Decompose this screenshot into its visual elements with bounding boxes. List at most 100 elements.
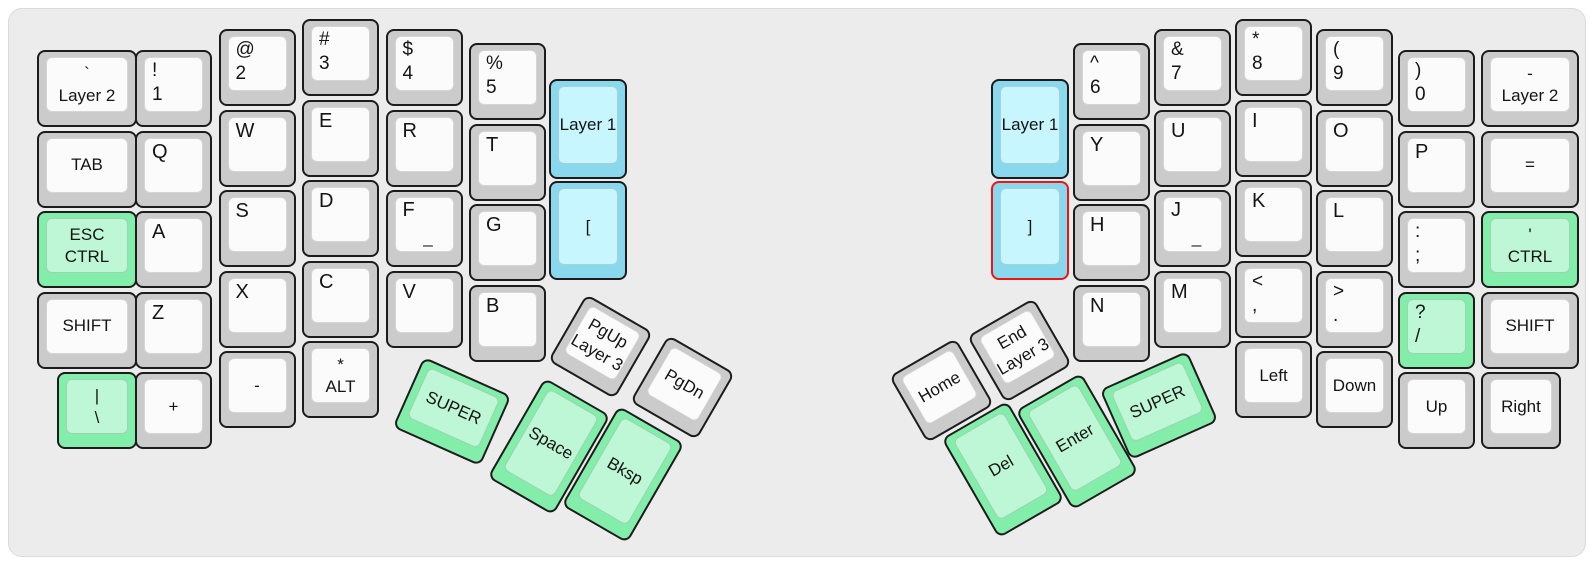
key-d[interactable]: D xyxy=(302,180,379,257)
key-colon-semicolon[interactable]: :; xyxy=(1398,211,1475,288)
key-j-cap xyxy=(1163,197,1222,252)
key-layer1-left[interactable]: Layer 1 xyxy=(549,79,627,179)
key-m[interactable]: M xyxy=(1154,270,1231,348)
key-f-cap xyxy=(394,197,454,252)
key-colon-semicolon-legend-0: : xyxy=(1415,221,1421,242)
key-gt-period[interactable]: >. xyxy=(1316,270,1393,348)
key-l-cap xyxy=(1325,197,1384,252)
key-j[interactable]: J_ xyxy=(1154,190,1231,267)
key-m-legend-0: M xyxy=(1171,280,1188,303)
key-gt-period-legend-1: . xyxy=(1333,304,1339,326)
key-super-right-label: SUPER xyxy=(1111,360,1205,442)
key-g[interactable]: G xyxy=(469,204,546,281)
key-y-label: Y xyxy=(1082,131,1141,186)
key-c-label: C xyxy=(311,268,370,323)
key-minus-left[interactable]: - xyxy=(218,351,296,428)
key-tab[interactable]: TAB xyxy=(37,130,137,208)
key-percent-5-label: %5 xyxy=(478,50,537,105)
key-u[interactable]: U xyxy=(1154,109,1231,187)
key-plus[interactable]: + xyxy=(135,372,212,449)
key-layer1-left-label: Layer 1 xyxy=(558,86,618,164)
key-i-cap xyxy=(1244,106,1303,162)
key-i[interactable]: I xyxy=(1235,99,1312,177)
key-h-label: H xyxy=(1082,211,1141,266)
key-hash-3-legend-0: # xyxy=(319,29,330,50)
key-o-legend-0: O xyxy=(1333,119,1349,142)
key-layer2-left[interactable]: `Layer 2 xyxy=(37,50,137,127)
key-amp-7-legend-1: 7 xyxy=(1171,63,1182,84)
key-e[interactable]: E xyxy=(302,99,379,177)
key-rparen-0-cap xyxy=(1407,57,1466,112)
key-equals-legend-0: = xyxy=(1525,155,1535,175)
key-f[interactable]: F_ xyxy=(385,190,463,267)
key-amp-7-legend-0: & xyxy=(1171,39,1184,60)
key-alt[interactable]: *ALT xyxy=(302,341,379,418)
key-space-legend-0: Space xyxy=(525,422,577,463)
key-q[interactable]: Q xyxy=(135,130,212,208)
key-layer1-right-cap xyxy=(1000,86,1060,164)
key-asterisk-8-cap xyxy=(1244,26,1303,81)
key-gt-period-cap xyxy=(1325,277,1384,333)
key-shift-right[interactable]: SHIFT xyxy=(1481,291,1579,369)
key-t[interactable]: T xyxy=(469,123,546,201)
key-dollar-4-legend-1: 4 xyxy=(402,63,414,84)
key-up[interactable]: Up xyxy=(1398,372,1475,449)
key-amp-7[interactable]: &7 xyxy=(1154,29,1231,106)
key-x[interactable]: X xyxy=(218,270,296,348)
key-rbracket[interactable]: ] xyxy=(991,181,1069,280)
key-o-label: O xyxy=(1325,117,1384,172)
key-super-left[interactable]: SUPER xyxy=(392,356,512,466)
key-z[interactable]: Z xyxy=(135,291,212,369)
key-left[interactable]: Left xyxy=(1235,341,1312,418)
key-asterisk-8[interactable]: *8 xyxy=(1235,19,1312,96)
key-enter-legend-0: Enter xyxy=(1052,419,1098,456)
key-shift-left[interactable]: SHIFT xyxy=(37,291,137,369)
key-e-legend-0: E xyxy=(319,109,333,132)
key-right[interactable]: Right xyxy=(1481,372,1561,449)
key-shift-left-label: SHIFT xyxy=(46,299,128,354)
key-w-label: W xyxy=(228,117,287,172)
key-at-2[interactable]: @2 xyxy=(218,29,296,106)
key-excl-1[interactable]: !1 xyxy=(135,50,212,127)
key-shift-right-cap xyxy=(1490,298,1570,354)
key-n[interactable]: N xyxy=(1073,284,1150,362)
key-down[interactable]: Down xyxy=(1316,351,1393,428)
key-v[interactable]: V xyxy=(385,270,463,348)
key-b[interactable]: B xyxy=(469,284,546,362)
key-caret-6[interactable]: ^6 xyxy=(1073,43,1150,120)
key-super-left-legend-0: SUPER xyxy=(423,386,485,428)
key-p[interactable]: P xyxy=(1398,130,1475,208)
key-a[interactable]: A xyxy=(135,211,212,288)
key-lbracket[interactable]: [ xyxy=(549,181,627,280)
key-s[interactable]: S xyxy=(218,190,296,267)
key-r[interactable]: R xyxy=(385,109,463,187)
key-w[interactable]: W xyxy=(218,109,296,187)
key-rparen-0[interactable]: )0 xyxy=(1398,50,1475,127)
key-y[interactable]: Y xyxy=(1073,123,1150,201)
key-o[interactable]: O xyxy=(1316,109,1393,187)
key-gt-period-legend-0: > xyxy=(1333,280,1345,302)
key-h[interactable]: H xyxy=(1073,204,1150,281)
key-question-slash[interactable]: ?/ xyxy=(1398,291,1475,369)
key-h-cap xyxy=(1082,211,1141,266)
key-lt-comma[interactable]: <, xyxy=(1235,260,1312,338)
key-percent-5[interactable]: %5 xyxy=(469,43,546,120)
key-layer1-right[interactable]: Layer 1 xyxy=(991,79,1069,179)
key-equals[interactable]: = xyxy=(1481,130,1579,208)
key-pipe-backslash[interactable]: |\ xyxy=(57,372,137,449)
key-c[interactable]: C xyxy=(302,260,379,338)
key-lparen-9[interactable]: (9 xyxy=(1316,29,1393,106)
key-shift-left-legend-0: SHIFT xyxy=(62,316,112,336)
key-percent-5-legend-1: 5 xyxy=(486,77,497,98)
key-l[interactable]: L xyxy=(1316,190,1393,267)
key-colon-semicolon-label: :; xyxy=(1407,218,1466,273)
key-dollar-4[interactable]: $4 xyxy=(385,29,463,106)
key-minus-layer2[interactable]: -Layer 2 xyxy=(1481,50,1579,127)
key-hash-3-legend-1: 3 xyxy=(319,53,330,74)
key-percent-5-cap xyxy=(478,50,537,105)
key-hash-3[interactable]: #3 xyxy=(302,19,379,96)
key-quote-ctrl[interactable]: 'CTRL xyxy=(1481,211,1579,288)
key-k[interactable]: K xyxy=(1235,180,1312,257)
